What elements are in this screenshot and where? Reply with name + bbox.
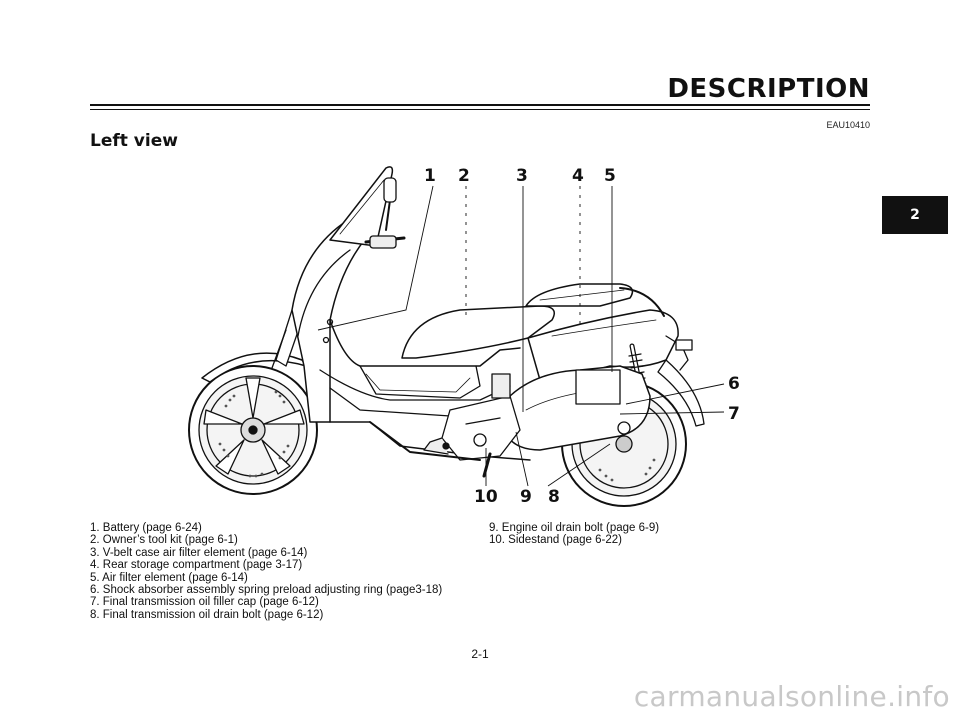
header-rule-thin bbox=[90, 109, 870, 110]
legend-item: 4. Rear storage compartment (page 3-17) bbox=[90, 559, 303, 572]
callout-3: 3 bbox=[516, 166, 528, 186]
header-rule bbox=[90, 104, 870, 106]
watermark[interactable]: carmanualsonline.info bbox=[633, 680, 950, 713]
callout-7: 7 bbox=[728, 404, 740, 424]
legend-item: 1. Battery (page 6-24) bbox=[90, 522, 202, 534]
callout-2: 2 bbox=[458, 166, 470, 186]
legend-item: 3. V-belt case air filter element (page … bbox=[90, 546, 308, 559]
front-wheel bbox=[188, 365, 318, 495]
callout-10: 10 bbox=[474, 487, 498, 507]
legend-item: 5. Air filter element (page 6-14) bbox=[90, 571, 248, 584]
legend-list-right: 9. Engine oil drain bolt (page 6-9) 10. … bbox=[489, 522, 659, 547]
page-number: 2-1 bbox=[471, 647, 489, 661]
legend-list-left: 1. Battery (page 6-24) 2. Owner’s tool k… bbox=[90, 522, 442, 621]
callout-8: 8 bbox=[548, 487, 560, 507]
callout-4: 4 bbox=[572, 166, 584, 186]
callout-6: 6 bbox=[728, 374, 740, 394]
legend-item: 10. Sidestand (page 6-22) bbox=[489, 534, 622, 547]
document-code: EAU10410 bbox=[826, 120, 870, 130]
legend-item: 8. Final transmission oil drain bolt (pa… bbox=[90, 608, 324, 621]
section-title: DESCRIPTION bbox=[667, 74, 870, 104]
callout-9: 9 bbox=[520, 487, 532, 507]
page-heading: Left view bbox=[90, 131, 178, 151]
callout-5: 5 bbox=[604, 166, 616, 186]
legend-item: 6. Shock absorber assembly spring preloa… bbox=[90, 584, 443, 597]
legend-item: 7. Final transmission oil filler cap (pa… bbox=[90, 596, 319, 609]
legend-item: 2. Owner’s tool kit (page 6-1) bbox=[90, 534, 238, 547]
callout-1: 1 bbox=[424, 166, 436, 186]
legend-item: 9. Engine oil drain bolt (page 6-9) bbox=[489, 522, 660, 534]
scooter-left-view-illustration bbox=[188, 166, 705, 507]
chapter-tab: 2 bbox=[882, 196, 948, 234]
